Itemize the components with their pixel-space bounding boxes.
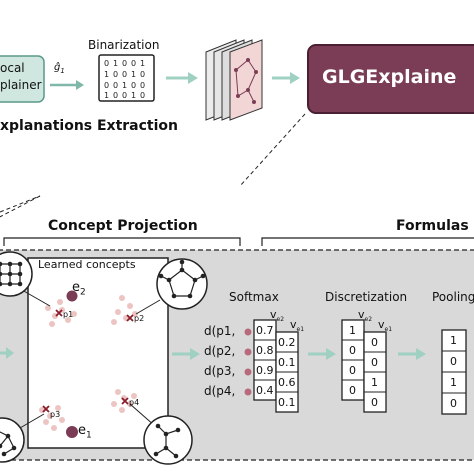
pool-2: 0 bbox=[450, 355, 457, 368]
pool-3: 1 bbox=[450, 376, 457, 389]
inset-bottom-left-graph bbox=[0, 417, 25, 463]
softmax-left-2: 0.8 bbox=[256, 344, 274, 357]
disc-right-4: 0 bbox=[371, 396, 378, 409]
svg-text:0: 0 bbox=[140, 91, 145, 100]
e1-label: e1 bbox=[78, 423, 92, 441]
svg-text:0: 0 bbox=[122, 70, 127, 79]
explanation-stack bbox=[205, 39, 263, 121]
disc-left-4: 0 bbox=[349, 384, 356, 397]
glgexplainer-box bbox=[307, 44, 474, 114]
pooling-matrix bbox=[441, 329, 467, 415]
explanations-extraction-label: xplanations Extraction bbox=[0, 118, 179, 134]
softmax-right-3: 0.6 bbox=[278, 376, 296, 389]
svg-text:1: 1 bbox=[113, 59, 118, 68]
svg-text:1: 1 bbox=[104, 91, 109, 100]
softmax-right-4: 0.1 bbox=[278, 396, 296, 409]
local-explainer-label-1: ocal bbox=[0, 61, 25, 75]
concept-e2 bbox=[66, 290, 78, 302]
disc-right-1: 0 bbox=[371, 336, 378, 349]
pool-1: 1 bbox=[450, 334, 457, 347]
softmax-matrix-right bbox=[275, 331, 299, 413]
discretization-v-left: ve2 bbox=[358, 308, 373, 324]
softmax-title: Softmax bbox=[229, 290, 279, 304]
disc-left-2: 0 bbox=[349, 344, 356, 357]
softmax-right-2: 0.1 bbox=[278, 356, 296, 369]
softmax-row-1: d(p1, bbox=[204, 324, 236, 338]
softmax-matrix-left bbox=[253, 319, 277, 401]
local-explainer-box bbox=[0, 55, 45, 103]
svg-text:1: 1 bbox=[131, 91, 136, 100]
softmax-v-left: ve2 bbox=[270, 308, 285, 324]
p4-label: p4 bbox=[129, 398, 140, 407]
disc-left-1: 1 bbox=[349, 324, 356, 337]
cluster-bottom-left bbox=[39, 405, 65, 431]
svg-text:1: 1 bbox=[104, 70, 109, 79]
concept-projection-title: Concept Projection bbox=[48, 218, 198, 234]
pool-4: 0 bbox=[450, 397, 457, 410]
softmax-left-4: 0.4 bbox=[256, 384, 274, 397]
svg-text:0: 0 bbox=[104, 59, 109, 68]
pooling-title: Pooling bbox=[432, 290, 474, 304]
svg-text:0: 0 bbox=[113, 81, 118, 90]
softmax-row-3: d(p3, bbox=[204, 364, 236, 378]
inset-pentagon-graph bbox=[156, 258, 208, 310]
learned-concepts-title: Learned concepts bbox=[38, 258, 136, 271]
local-explainer-label-2: plainer bbox=[0, 78, 42, 92]
svg-text:0: 0 bbox=[104, 81, 109, 90]
disc-right-2: 0 bbox=[371, 356, 378, 369]
disc-right-3: 1 bbox=[371, 376, 378, 389]
svg-text:0: 0 bbox=[140, 70, 145, 79]
disc-left-3: 0 bbox=[349, 364, 356, 377]
binarization-label: Binarization bbox=[88, 38, 160, 52]
softmax-v-right: ve1 bbox=[290, 318, 305, 334]
svg-text:0: 0 bbox=[113, 91, 118, 100]
glgexplainer-label: GLGExplaine bbox=[322, 66, 457, 88]
svg-text:1: 1 bbox=[131, 70, 136, 79]
edge-symbol: ĝ1 bbox=[54, 62, 65, 75]
svg-text:0: 0 bbox=[131, 81, 136, 90]
concept-e1 bbox=[66, 426, 78, 438]
bracket-concept-projection bbox=[3, 237, 241, 246]
formulas-title: Formulas bbox=[396, 218, 469, 234]
svg-text:1: 1 bbox=[122, 81, 127, 90]
softmax-left-1: 0.7 bbox=[256, 324, 274, 337]
p1-label: p1 bbox=[63, 310, 74, 319]
svg-text:1: 1 bbox=[140, 59, 145, 68]
inset-bottom-right-graph bbox=[143, 415, 193, 465]
p3-label: p3 bbox=[50, 410, 61, 419]
discretization-matrix-right bbox=[363, 331, 387, 413]
softmax-right-1: 0.2 bbox=[278, 336, 296, 349]
p2-label: p2 bbox=[134, 314, 145, 323]
svg-text:0: 0 bbox=[122, 91, 127, 100]
softmax-left-3: 0.9 bbox=[256, 364, 274, 377]
e2-label: e2 bbox=[72, 280, 86, 298]
discretization-title: Discretization bbox=[325, 290, 408, 304]
softmax-row-4: d(p4, bbox=[204, 384, 236, 398]
bracket-formulas bbox=[261, 237, 474, 246]
softmax-row-2: d(p2, bbox=[204, 344, 236, 358]
inset-grid-graph bbox=[0, 251, 33, 297]
svg-text:0: 0 bbox=[131, 59, 136, 68]
svg-text:0: 0 bbox=[140, 81, 145, 90]
svg-text:0: 0 bbox=[113, 70, 118, 79]
svg-text:0: 0 bbox=[122, 59, 127, 68]
discretization-v-right: ve1 bbox=[378, 318, 393, 334]
